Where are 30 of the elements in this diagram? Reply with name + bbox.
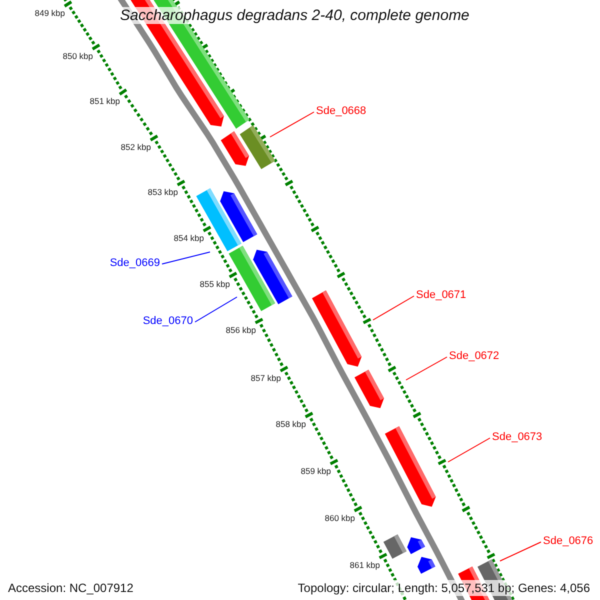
leader-line (448, 438, 490, 462)
scale-label: 850 kbp (62, 51, 93, 61)
gene-label: Sde_0672 (449, 350, 500, 362)
scale-label: 849 kbp (34, 8, 65, 18)
scale-label: 858 kbp (276, 419, 306, 429)
leader-line (406, 356, 448, 380)
gene-label: Sde_0668 (316, 105, 366, 117)
leader-line (194, 296, 238, 322)
leader-line (372, 296, 414, 320)
scale-label: 855 kbp (200, 279, 230, 289)
gene-label: Sde_0671 (416, 289, 466, 301)
leader-line (500, 542, 542, 562)
scale-label: 851 kbp (90, 96, 120, 106)
scale-label: 856 kbp (226, 325, 256, 335)
gene-label: Sde_0673 (492, 431, 542, 443)
accession-text: Accession: NC_007912 (6, 580, 136, 596)
leader-line (270, 112, 314, 138)
scale-label: 852 kbp (120, 142, 151, 152)
scale-label: 857 kbp (250, 373, 281, 383)
map-title: Saccharophagus degradans 2-40, complete genome (118, 7, 472, 24)
gene-label: Sde_0676 (543, 535, 594, 547)
scale-label: 853 kbp (148, 187, 178, 197)
gene-label: Sde_0669 (110, 257, 160, 269)
gene-label: Sde_0670 (142, 315, 193, 327)
scale-label: 859 kbp (300, 466, 331, 476)
scale-label: 854 kbp (174, 233, 204, 243)
scale-label: 861 kbp (350, 560, 380, 570)
scale-label: 860 kbp (324, 513, 355, 523)
genome-stats-text: Topology: circular; Length: 5,057,531 bp; Genes: 4,056 (296, 580, 592, 596)
leader-line (162, 252, 210, 264)
